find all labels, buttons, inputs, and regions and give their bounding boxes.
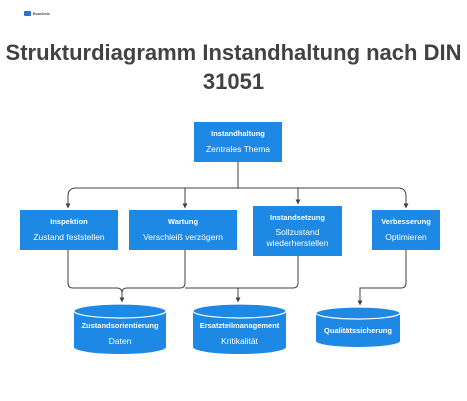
cylinder-shape	[316, 307, 400, 347]
cylinder-shape	[74, 304, 166, 354]
node-instandsetzung[interactable]: Instandsetzung Sollzustand wiederherstel…	[253, 206, 342, 256]
store-title: Qualitätssicherung	[324, 326, 392, 335]
logo: Boardmix	[24, 11, 50, 16]
store-title: Ersatzteilmanagement	[199, 321, 280, 330]
node-title: Instandhaltung	[211, 129, 265, 138]
connector-inspektion-down	[67, 250, 125, 303]
store-ersatzteilmanagement[interactable]: Ersatzteilmanagement Kritikalität	[193, 304, 286, 354]
cylinder-shape	[193, 304, 286, 354]
diagram-title: Strukturdiagramm Instandhaltung nach DIN…	[5, 40, 462, 94]
node-subtitle: Sollzustand wiederherstellen	[266, 227, 329, 248]
node-title: Instandsetzung	[269, 213, 325, 222]
node-subtitle: Optimieren	[385, 232, 427, 242]
store-title: Zustandsorientierung	[81, 321, 159, 330]
node-title: Verbesserung	[381, 217, 431, 226]
store-subtitle: Kritikalität	[221, 336, 258, 346]
node-subtitle: Verschleiß verzögern	[143, 232, 223, 242]
node-title: Inspektion	[50, 217, 88, 226]
store-subtitle: Daten	[108, 336, 132, 346]
connector-top-bus	[67, 187, 407, 197]
store-qualitaetssicherung[interactable]: Qualitätssicherung	[316, 307, 400, 347]
logo-text: Boardmix	[33, 11, 50, 16]
store-zustandsorientierung[interactable]: Zustandsorientierung Daten	[74, 304, 166, 354]
connector-mid-bus	[185, 287, 241, 303]
logo-mark	[24, 11, 31, 16]
node-inspektion[interactable]: Inspektion Zustand feststellen	[20, 210, 118, 250]
node-verbesserung[interactable]: Verbesserung Optimieren	[372, 210, 440, 250]
connector-wartung-down	[121, 250, 186, 294]
node-subtitle: Zustand feststellen	[33, 232, 105, 242]
node-subtitle: Zentrales Thema	[205, 144, 271, 154]
node-instandhaltung[interactable]: Instandhaltung Zentrales Thema	[194, 122, 282, 162]
connector-verbesserung-down	[357, 250, 407, 306]
connector-instandsetzung-down	[238, 256, 299, 289]
node-title: Wartung	[167, 217, 199, 226]
node-wartung[interactable]: Wartung Verschleiß verzögern	[129, 210, 237, 250]
